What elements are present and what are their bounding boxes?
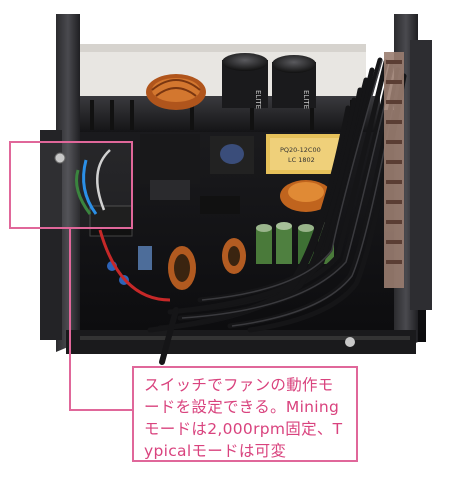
transformer-label-2: LC 1802: [288, 156, 315, 164]
bulk-capacitor-right: ELITE: [272, 55, 316, 109]
capacitor-label: ELITE: [302, 90, 310, 109]
callout-text: スイッチでファンの動作モードを設定できる。Miningモードは2,000rpm固…: [144, 376, 343, 460]
copper-coil-top: [146, 74, 206, 110]
cord: [159, 307, 179, 365]
copper-coil-bottom: [168, 238, 246, 290]
transformer: PQ20-12C00 LC 1802: [266, 134, 348, 212]
transformer-label-1: PQ20-12C00: [280, 146, 321, 154]
fan-mode-switch: [54, 152, 66, 164]
bulk-capacitor-left: ELITE: [222, 53, 268, 109]
case-front-edge: [66, 330, 416, 354]
switch-highlight-box: [9, 141, 133, 229]
callout-leader-line: [69, 228, 132, 411]
callout-box: スイッチでファンの動作モードを設定できる。Miningモードは2,000rpm固…: [132, 366, 358, 462]
capacitor-label: ELITE: [254, 90, 262, 109]
